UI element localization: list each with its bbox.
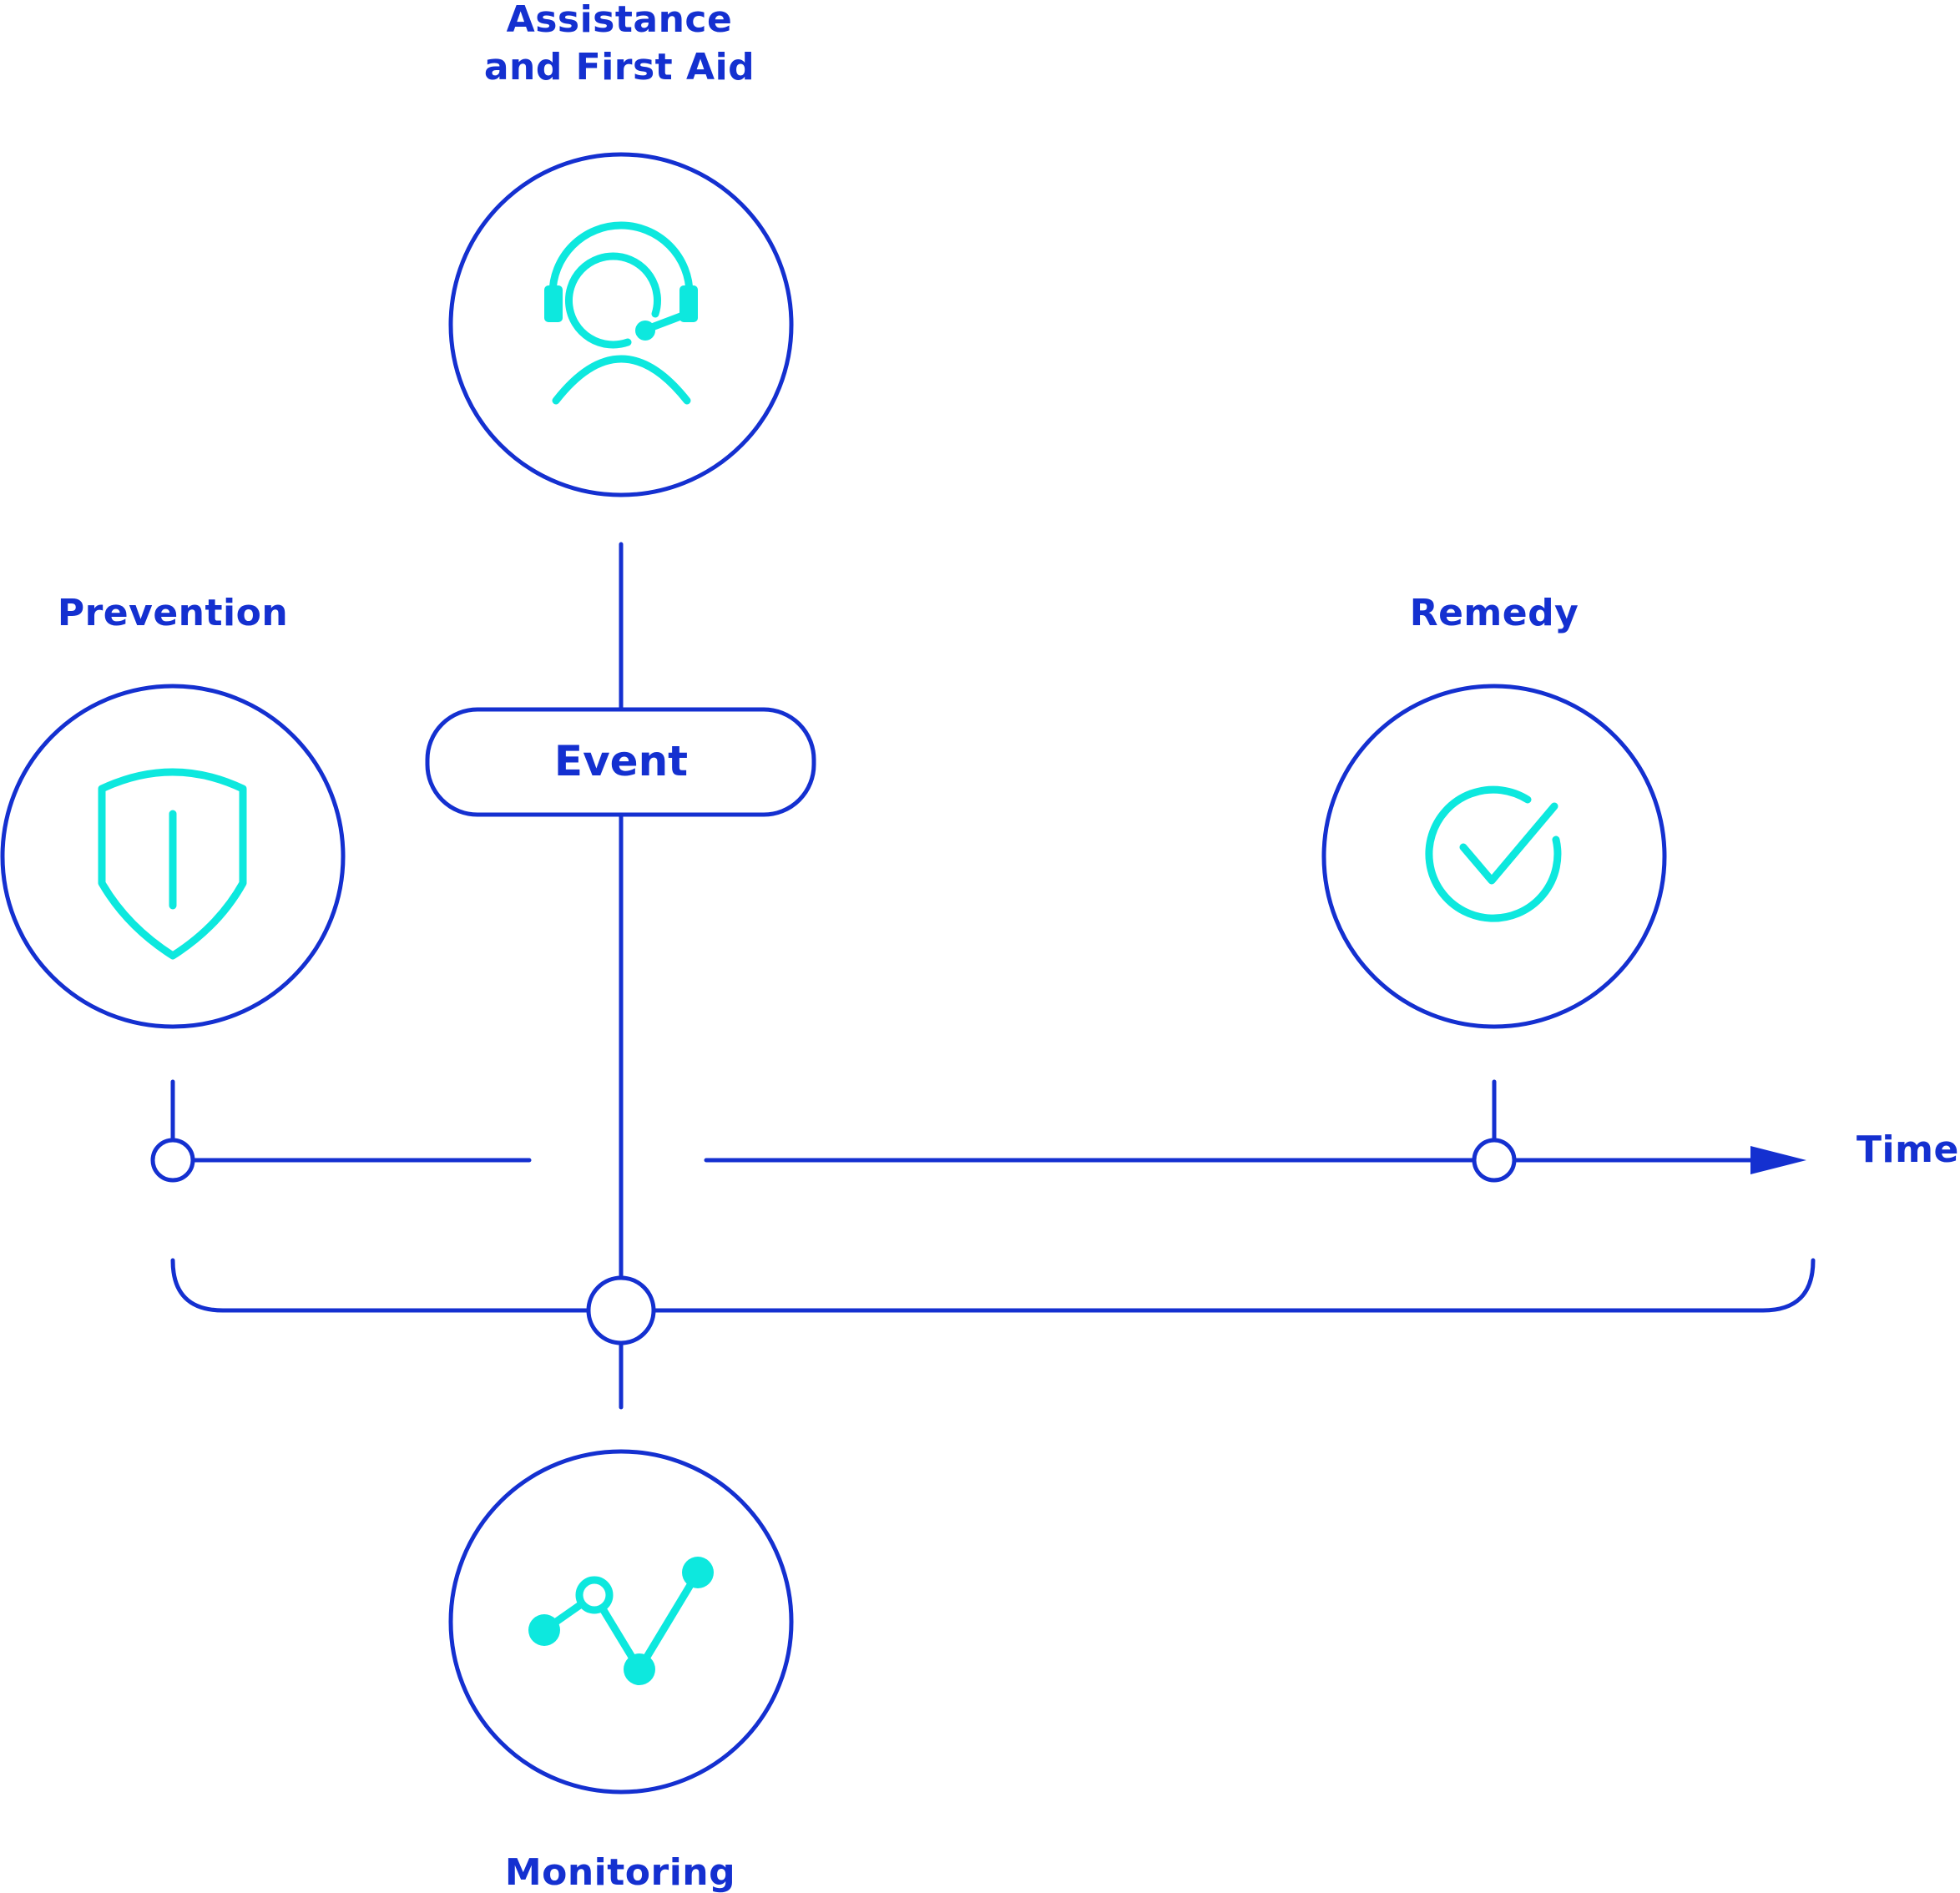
assistance-node — [448, 152, 794, 497]
monitoring-node — [448, 1449, 794, 1795]
shield-icon — [98, 768, 247, 960]
prevention-marker — [150, 1138, 195, 1183]
event-label: Event — [554, 737, 688, 785]
event-box: Event — [425, 707, 816, 817]
remedy-marker — [1472, 1138, 1517, 1183]
remedy-label: Remedy — [1410, 592, 1579, 634]
prevention-node — [0, 684, 346, 1029]
monitoring-label: Monitoring — [505, 1851, 735, 1893]
time-arrow-head — [1750, 1146, 1806, 1174]
headset-operator-icon — [544, 221, 698, 405]
time-bracket — [170, 1258, 1816, 1345]
assistance-label-line2: and First Aid — [484, 46, 755, 88]
line-graph-icon — [528, 1557, 714, 1685]
prevention-label: Prevention — [58, 592, 288, 634]
remedy-node — [1321, 684, 1667, 1029]
monitoring-junction — [586, 1275, 656, 1345]
check-circle-icon — [1425, 785, 1562, 922]
assistance-label-line1: Assistance — [507, 0, 733, 41]
time-label: Time — [1856, 1128, 1959, 1171]
time-axis — [150, 1138, 1806, 1183]
